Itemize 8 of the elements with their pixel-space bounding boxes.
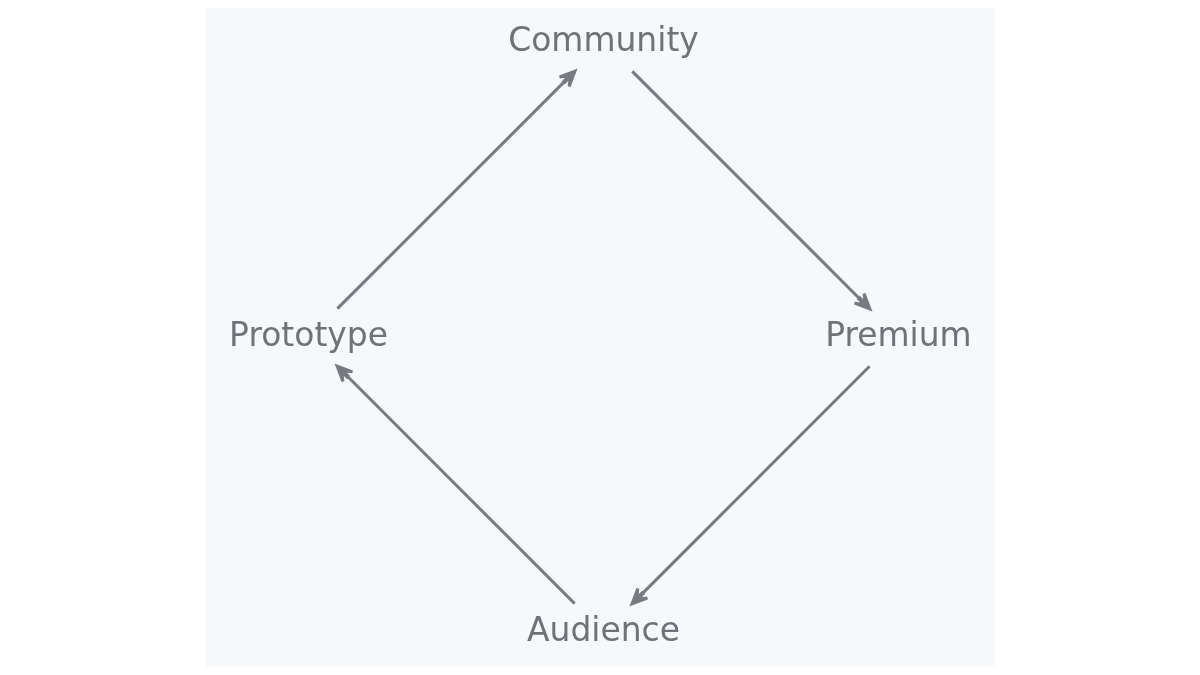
arrow xyxy=(630,70,871,311)
node-text: Audience xyxy=(526,609,680,649)
arrow xyxy=(335,69,576,310)
arrow xyxy=(630,365,871,606)
node-text: Prototype xyxy=(228,314,388,354)
node-text: Premium xyxy=(824,314,972,354)
arrow xyxy=(335,364,576,605)
node-text: Community xyxy=(507,19,699,59)
